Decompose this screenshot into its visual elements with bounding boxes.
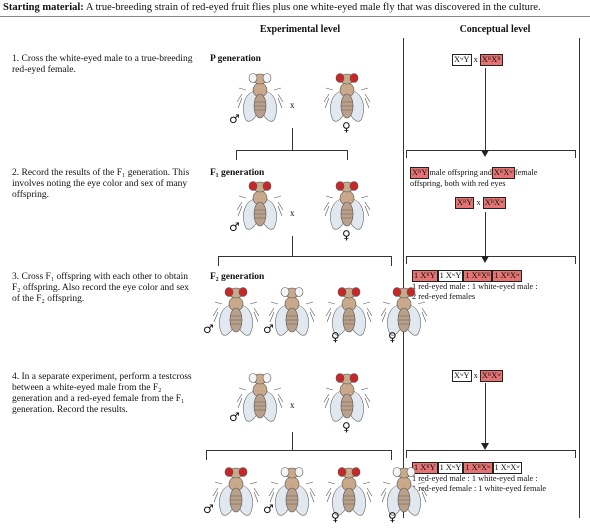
step-2: 2. Record the results of the F₁ generati… [12,168,190,200]
male-symbol: ♂ [229,410,240,424]
red-eyed-fly [236,181,284,230]
header-label: Starting material: [3,2,84,13]
step-4: 4. In a separate experiment, perform a t… [12,372,192,415]
white-eyed-fly [236,373,284,422]
conceptual-right-border [579,38,580,518]
conceptual-left-border [403,38,404,518]
red-eyed-fly [323,373,371,422]
f1-cross-genotypes: XᴿY x XᴿXʷ [455,197,506,209]
experimental-column-title: Experimental level [259,24,341,35]
female-symbol: ♀ [342,228,351,242]
header-divider [0,16,590,17]
testcross-genotypes: XʷY x XᴿXʷ [452,370,503,382]
header-text: A true-breeding strain of red-eyed fruit… [85,2,541,13]
female-symbol: ♀ [331,330,340,344]
cross-symbol: x [290,400,295,410]
male-symbol: ♂ [263,502,274,516]
white-eyed-fly [380,467,428,516]
p-generation-label: P generation [210,54,261,64]
male-symbol: ♂ [203,322,214,336]
f1-generation-label: F₁ generation [210,168,265,178]
red-eyed-fly [323,73,371,122]
male-symbol: ♂ [263,322,274,336]
white-eyed-fly [268,287,316,336]
red-eyed-fly [212,467,260,516]
step-3: 3. Cross F₁ offspring with each other to… [12,272,189,304]
female-symbol: ♀ [331,510,340,524]
step-1: 1. Cross the white-eyed male to a true-b… [12,54,193,75]
male-symbol: ♂ [203,502,214,516]
red-eyed-fly [325,467,373,516]
f2-generation-label: F₂ generation [210,272,265,282]
conceptual-column-title: Conceptual level [459,24,531,35]
red-eyed-fly [212,287,260,336]
female-symbol: ♀ [342,120,351,134]
p-male-genotype: XʷY [452,54,472,66]
p-female-genotype: XᴿXᴿ [479,54,503,66]
male-symbol: ♂ [229,112,240,126]
red-eyed-fly [325,287,373,336]
red-eyed-fly [380,287,428,336]
white-eyed-fly [268,467,316,516]
cross-symbol: x [290,100,295,110]
white-eyed-fly [236,73,284,122]
female-symbol: ♀ [388,330,397,344]
female-symbol: ♀ [342,420,351,434]
cross-symbol: x [290,208,295,218]
female-symbol: ♀ [388,510,397,524]
header: Starting material: A true-breeding strai… [3,2,588,13]
red-eyed-fly [323,181,371,230]
p-cross-genotypes: XʷY x XᴿXᴿ [452,54,503,66]
male-symbol: ♂ [229,220,240,234]
